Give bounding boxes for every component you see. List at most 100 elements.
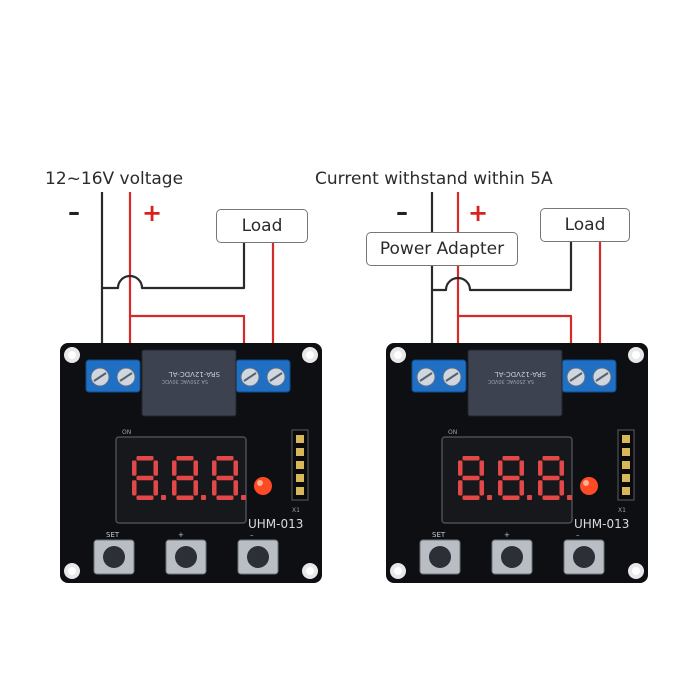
- left-led: [254, 477, 272, 495]
- left-digit-0-segment-0: [136, 456, 154, 461]
- left-header-pin-4: [296, 487, 304, 495]
- right-relay: [467, 349, 563, 417]
- left-digit-2-segment-2: [233, 480, 238, 496]
- right-terminal-left-screw-slot-1: [445, 372, 459, 382]
- left-load-label: Load: [241, 216, 283, 236]
- right-digit-0-segment-2: [479, 480, 484, 496]
- left-digit-0-segment-5: [132, 460, 137, 476]
- left-relay-spec: 5A 250VAC 30VDC: [161, 378, 208, 384]
- left-digit-0-segment-4: [132, 480, 137, 496]
- right-plus-sign: +: [468, 199, 489, 227]
- right-digit-2-segment-0: [542, 456, 560, 461]
- right-mount-hole-0: [394, 351, 402, 359]
- right-digit-1-segment-4: [498, 480, 503, 496]
- right-led: [580, 477, 598, 495]
- left-digit-1-segment-1: [193, 460, 198, 476]
- power-adapter-box: Power Adapter: [366, 232, 518, 266]
- right-mount-hole-3: [632, 567, 640, 575]
- right-digit-2-segment-6: [542, 475, 560, 481]
- right-digit-0-segment-1: [479, 460, 484, 476]
- right-digit-2-segment-3: [542, 495, 560, 500]
- left-digit-0-segment-1: [153, 460, 158, 476]
- left-btn-set-cap: [103, 546, 125, 568]
- left-minus-sign: –: [68, 198, 80, 226]
- left-digit-2-dot: [241, 495, 246, 500]
- left-relay: [141, 349, 237, 417]
- left-digit-0-segment-2: [153, 480, 158, 496]
- right-current-label: Current withstand within 5A: [315, 169, 553, 189]
- left-digit-1-segment-4: [172, 480, 177, 496]
- right-digit-1-segment-2: [519, 480, 524, 496]
- right-load-label: Load: [564, 215, 606, 235]
- right-btn-plus-label: +: [504, 531, 510, 539]
- left-btn-set-label: SET: [106, 531, 120, 539]
- right-digit-1-segment-6: [502, 475, 520, 481]
- right-minus-sign: –: [396, 198, 408, 226]
- left-digit-1-segment-2: [193, 480, 198, 496]
- right-digit-0-segment-3: [462, 495, 480, 500]
- left-btn-plus-label: +: [178, 531, 184, 539]
- right-digit-2-dot: [567, 495, 572, 500]
- right-btn-minus-label: –: [576, 531, 580, 539]
- left-digit-1-dot: [201, 495, 206, 500]
- right-terminal-right-screw-slot-1: [595, 372, 609, 382]
- right-wire-load-return: [432, 242, 573, 292]
- right-header-pin-2: [622, 461, 630, 469]
- left-digit-0-segment-3: [136, 495, 154, 500]
- right-label-on: ON: [448, 429, 457, 436]
- right-header-pin-0: [622, 435, 630, 443]
- left-header-pin-3: [296, 474, 304, 482]
- right-digit-0-segment-5: [458, 460, 463, 476]
- right-digit-1-segment-1: [519, 460, 524, 476]
- right-digit-2-segment-4: [538, 480, 543, 496]
- right-mount-hole-1: [632, 351, 640, 359]
- left-digit-2-segment-5: [212, 460, 217, 476]
- left-digit-1-segment-6: [176, 475, 194, 481]
- right-digit-0-segment-0: [462, 456, 480, 461]
- right-terminal-left-screw-slot-0: [419, 372, 433, 382]
- right-digit-2-segment-2: [559, 480, 564, 496]
- left-digit-2-segment-3: [216, 495, 234, 500]
- right-digit-1-dot: [527, 495, 532, 500]
- left-plus-sign: +: [142, 199, 163, 227]
- left-btn-plus-cap: [175, 546, 197, 568]
- left-led-highlight: [257, 480, 263, 486]
- left-digit-0-segment-6: [136, 475, 154, 481]
- left-digit-2-segment-1: [233, 460, 238, 476]
- right-label-x1: X1: [618, 507, 626, 514]
- left-mount-hole-2: [68, 567, 76, 575]
- right-terminal-right-screw-slot-0: [569, 372, 583, 382]
- left-terminal-right-screw-slot-1: [269, 372, 283, 382]
- left-btn-minus-cap: [247, 546, 269, 568]
- right-header-pin-1: [622, 448, 630, 456]
- right-digit-2-segment-1: [559, 460, 564, 476]
- left-load-box: Load: [216, 209, 308, 243]
- left-terminal-right-screw-slot-0: [243, 372, 257, 382]
- left-digit-0-dot: [161, 495, 166, 500]
- right-model-label: UHM-013: [574, 517, 629, 531]
- right-digit-0-dot: [487, 495, 492, 500]
- right-btn-set-label: SET: [432, 531, 446, 539]
- left-label-on: ON: [122, 429, 131, 436]
- right-digit-1-segment-0: [502, 456, 520, 461]
- left-digit-2-segment-4: [212, 480, 217, 496]
- left-header-pin-1: [296, 448, 304, 456]
- right-btn-minus-cap: [573, 546, 595, 568]
- left-digit-1-segment-3: [176, 495, 194, 500]
- left-mount-hole-3: [306, 567, 314, 575]
- right-btn-set-cap: [429, 546, 451, 568]
- right-digit-0-segment-6: [462, 475, 480, 481]
- left-digit-2-segment-0: [216, 456, 234, 461]
- left-mount-hole-0: [68, 351, 76, 359]
- right-mount-hole-2: [394, 567, 402, 575]
- left-btn-minus-label: –: [250, 531, 254, 539]
- right-led-highlight: [583, 480, 589, 486]
- right-header-pin-4: [622, 487, 630, 495]
- right-digit-0-segment-4: [458, 480, 463, 496]
- right-header-pin-3: [622, 474, 630, 482]
- right-relay-label: SRA-12VDC-AL: [495, 370, 546, 378]
